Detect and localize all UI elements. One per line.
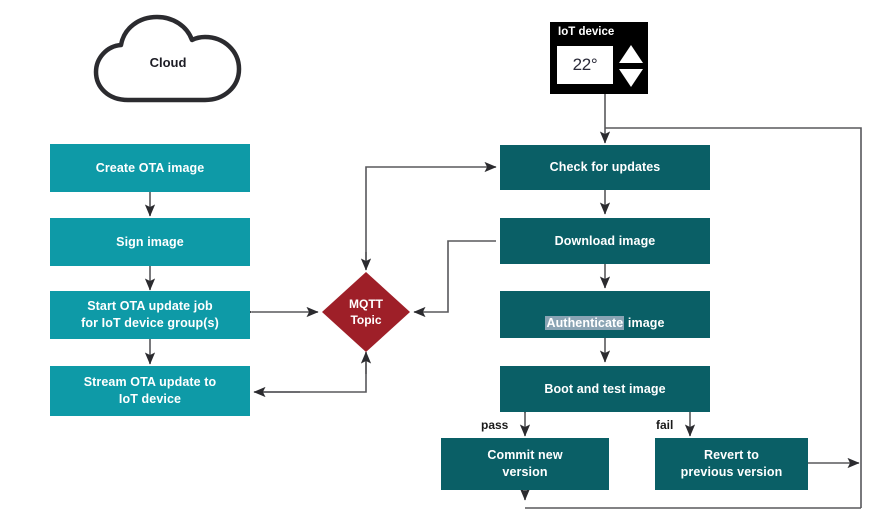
node-commit-new-version-label: Commit new version (487, 448, 563, 479)
edge-mqtt-to-stream (256, 356, 367, 393)
node-authenticate-image-label: Authenticate image (545, 298, 664, 331)
node-create-ota-image[interactable]: Create OTA image (50, 144, 250, 192)
node-start-ota-update-job[interactable]: Start OTA update job for IoT device grou… (50, 291, 250, 339)
node-start-ota-update-job-label: Start OTA update job for IoT device grou… (81, 299, 219, 330)
cloud-label-text: Cloud (149, 54, 187, 70)
node-download-image[interactable]: Download image (500, 218, 710, 264)
iot-device-screen: 22° (557, 46, 613, 84)
triangle-down-icon (619, 69, 643, 87)
node-create-ota-image-label: Create OTA image (95, 160, 205, 175)
node-check-for-updates-label: Check for updates (549, 160, 661, 175)
edge-mqtt-to-check (365, 161, 497, 268)
node-sign-image[interactable]: Sign image (50, 218, 250, 266)
node-revert-to-previous-version-label: Revert to previous version (680, 448, 783, 479)
node-stream-ota-update-label: Stream OTA update to IoT device (83, 375, 217, 406)
node-authenticate-image-highlighted-word: Authenticate (545, 315, 625, 330)
iot-device-stepper-arrows[interactable] (618, 44, 644, 88)
edge-right-rail-loop (605, 127, 862, 508)
cloud-label: Cloud (88, 12, 248, 112)
node-boot-and-test-image[interactable]: Boot and test image (500, 366, 710, 412)
node-authenticate-image-rest-word: image (624, 315, 665, 330)
node-boot-and-test-image-label: Boot and test image (544, 381, 666, 396)
node-sign-image-label: Sign image (116, 234, 184, 249)
node-revert-to-previous-version[interactable]: Revert to previous version (655, 438, 808, 490)
iot-device-title: IoT device (558, 26, 615, 38)
triangle-up-icon (619, 45, 643, 63)
edge-label-fail: fail (656, 418, 674, 432)
node-stream-ota-update[interactable]: Stream OTA update to IoT device (50, 366, 250, 416)
cloud-icon (93, 14, 242, 103)
node-commit-new-version[interactable]: Commit new version (441, 438, 609, 490)
node-authenticate-image[interactable]: Authenticate image (500, 291, 710, 338)
node-download-image-label: Download image (554, 233, 656, 248)
edge-download-to-mqtt (413, 240, 496, 318)
iot-device-temperature: 22° (572, 55, 598, 74)
node-check-for-updates[interactable]: Check for updates (500, 145, 710, 190)
edge-label-pass: pass (481, 418, 509, 432)
mqtt-topic-diamond[interactable] (322, 272, 410, 352)
